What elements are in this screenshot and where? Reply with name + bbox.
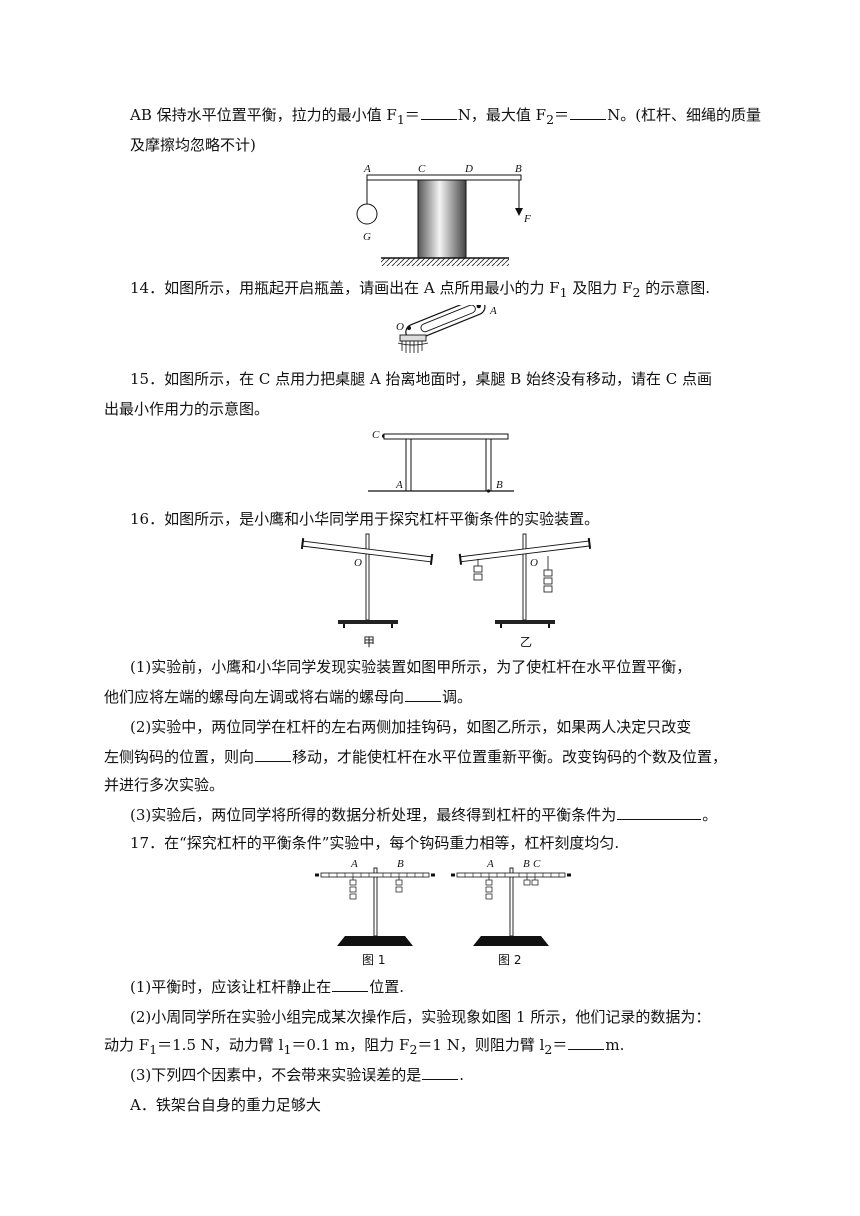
q16-p2-line-1: (2)实验中，两位同学在杠杆的左右两侧加挂钩码，如图乙所示，如果两人决定只改变 [130,718,692,736]
q15-table-figure: C A B [368,426,514,496]
q16-p3: (3)实验后，两位同学将所得的数据分析处理，最终得到杠杆的平衡条件为。 [130,804,718,824]
label-b: B [496,479,503,491]
q17-lever-figures: A B 图 1 A B C [315,858,575,968]
label-yi: 乙 [520,635,532,649]
q17-option-a[interactable]: A．铁架台自身的重力足够大 [130,1096,321,1114]
q17-p1: (1)平衡时，应该让杠杆静止在位置. [130,976,405,996]
q13-line-2: 及摩擦均忽略不计) [130,136,256,154]
q17-blank-arm[interactable] [568,1034,605,1050]
q14-text: 14．如图所示，用瓶起开启瓶盖，请画出在 A 点所用最小的力 F1 及阻力 F2… [130,279,711,300]
svg-text:B: B [523,858,530,870]
svg-text:A: A [486,858,494,870]
label-c: C [418,163,426,175]
q16-lever-stands-figure: O 甲 O [292,532,602,652]
svg-text:C: C [533,858,541,870]
lever-bar [366,174,522,181]
q15-line-1: 15．如图所示，在 C 点用力把桌腿 A 抬离地面时，桌腿 B 始终没有移动，请… [130,370,713,388]
q13-blank-max[interactable] [570,104,607,120]
q17-intro: 17．在“探究杠杆的平衡条件”实验中，每个钩码重力相等，杠杆刻度均匀. [130,834,620,852]
force-arrow-f [515,208,523,216]
q13-line-1: AB 保持水平位置平衡，拉力的最小值 F1＝N，最大值 F2＝N。(杠杆、细绳的… [130,104,762,127]
label-a: A [363,163,371,175]
q17-p2-line-1: (2)小周同学所在实验小组完成某次操作后，实验现象如图 1 所示，他们记录的数据… [130,1008,711,1026]
table-leg-a [405,438,412,492]
label-c: C [372,429,380,441]
support-cylinder [417,179,467,259]
figure-2: A B C 图 2 [451,858,571,967]
stand-jia: O 甲 [300,533,434,649]
q17-p2-line-2: 动力 F1＝1.5 N，动力臂 l1＝0.1 m，阻力 F2＝1 N，则阻力臂 … [104,1034,625,1057]
q16-p2-line-3: 并进行多次实验。 [104,776,225,794]
stand-yi: O 乙 [458,533,592,649]
figure-1: A B 图 1 [315,858,435,967]
label-a: A [489,305,497,317]
label-jia: 甲 [363,635,375,649]
q16-blank-move[interactable] [255,746,292,762]
q16-intro: 16．如图所示，是小鹰和小华同学用于探究杠杆平衡条件的实验装置。 [130,510,600,528]
table-leg-b [485,438,492,492]
q16-p1-line-2: 他们应将左端的螺母向左调或将右端的螺母向调。 [104,686,473,706]
q13-lever-figure: A C D B G F [345,158,545,270]
caption-fig-2: 图 2 [498,953,521,967]
table-top [383,433,509,440]
label-f: F [523,213,531,225]
bottle-cap [399,334,427,342]
svg-text:B: B [397,858,404,870]
svg-text:A: A [350,858,358,870]
label-g: G [363,231,371,243]
label-a: A [395,479,403,491]
q17-p3: (3)下列四个因素中，不会带来实验误差的是. [130,1064,465,1084]
q16-blank-condition[interactable] [617,804,702,820]
q16-blank-direction[interactable] [405,686,442,702]
caption-fig-1: 图 1 [362,953,385,967]
q17-blank-position[interactable] [332,976,369,992]
label-d: D [464,163,473,175]
q16-p2-line-2: 左侧钩码的位置，则向移动，才能使杠杆在水平位置重新平衡。改变钩码的个数及位置， [104,746,728,766]
q14-bottle-opener-figure: A O [388,305,508,363]
svg-text:O: O [354,557,362,569]
svg-text:O: O [530,557,538,569]
label-o: O [396,321,404,333]
q15-line-2: 出最小作用力的示意图。 [104,400,270,418]
q16-p1-line-1: (1)实验前，小鹰和小华同学发现实验装置如图甲所示，为了使杠杆在水平位置平衡， [130,658,692,676]
q13-blank-min[interactable] [420,104,457,120]
label-b: B [515,163,522,175]
weight-g [356,203,378,225]
q17-blank-error[interactable] [422,1064,459,1080]
